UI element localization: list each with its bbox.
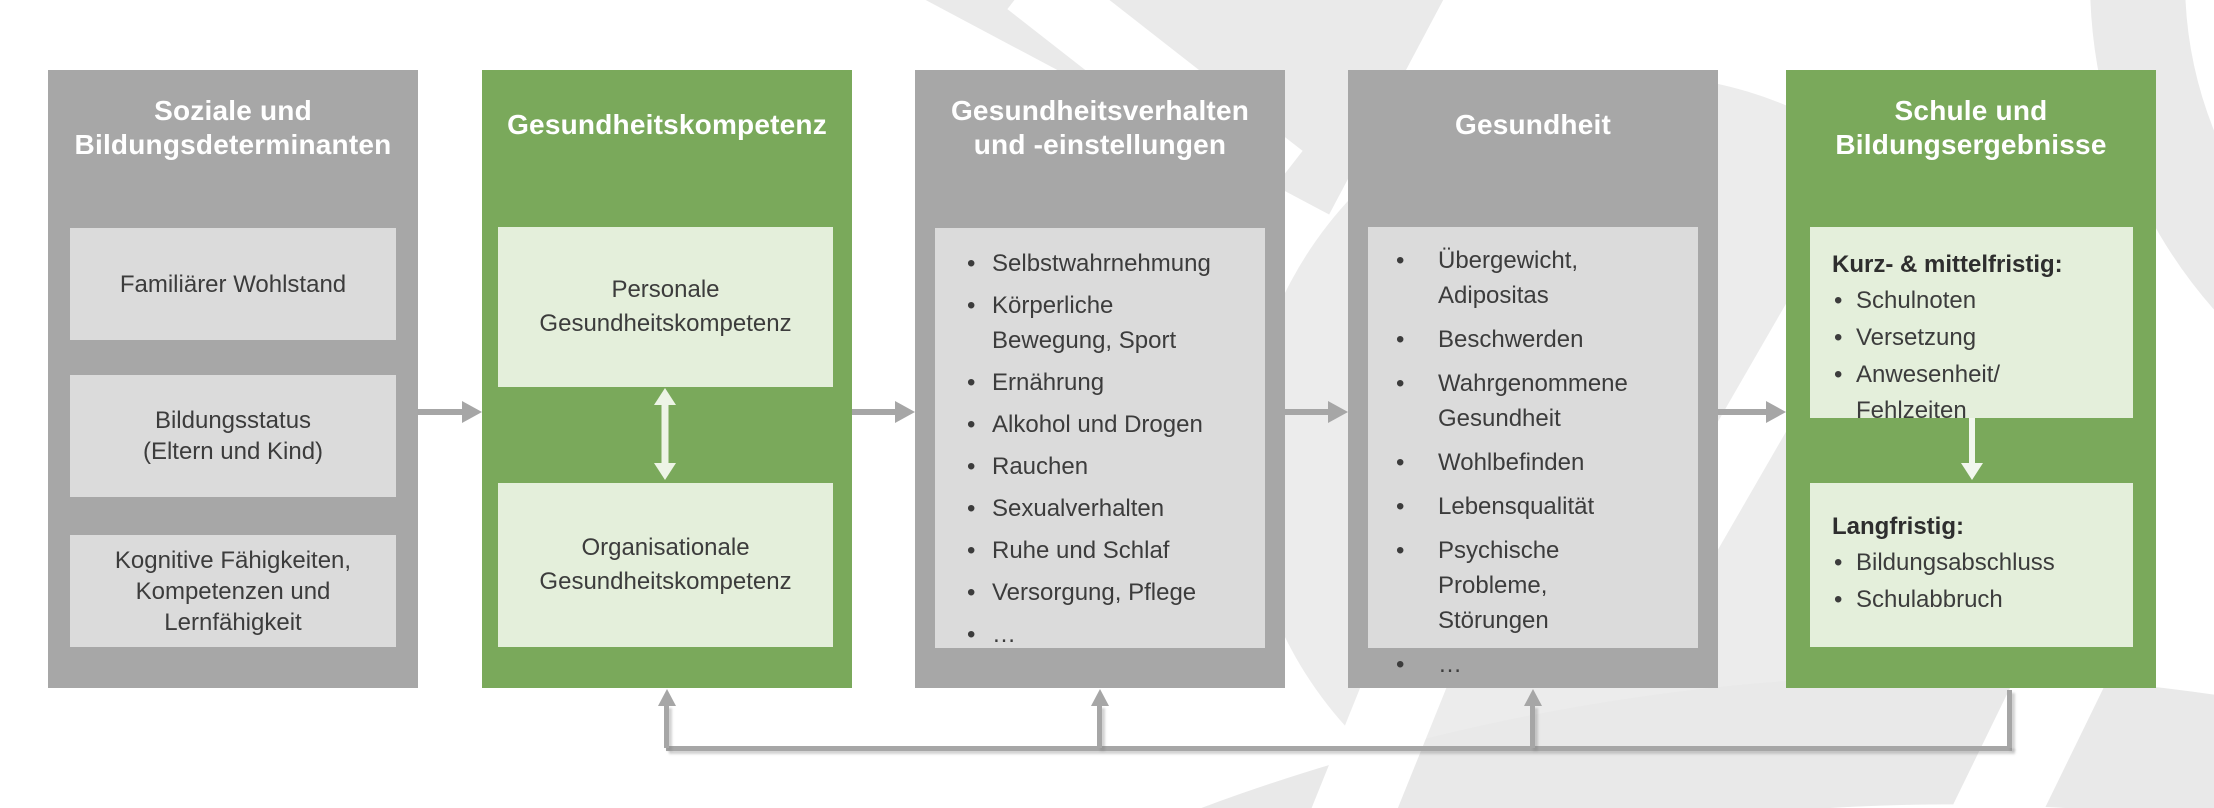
bullet-item: Anwesenheit/ Fehlzeiten (1832, 357, 2123, 429)
column-title: Gesundheit (1454, 109, 1611, 140)
feedback-line-vertical-right (2007, 690, 2012, 748)
box-health-outcomes-list: Übergewicht, AdipositasBeschwerdenWahrge… (1368, 227, 1698, 682)
feedback-arrow-shaft-behaviour (1097, 705, 1102, 748)
feedback-arrowhead-health (1524, 689, 1542, 706)
bullet-item: Ernährung (965, 365, 1255, 400)
feedback-arrowhead-behaviour (1091, 689, 1109, 706)
bullet-item: Ruhe und Schlaf (965, 533, 1255, 568)
column-health-behaviour: Gesundheitsverhalten und -einstellungen … (915, 70, 1285, 688)
bullet-item: Alkohol und Drogen (965, 407, 1255, 442)
box-education-status: Bildungsstatus (Eltern und Kind) (70, 375, 396, 497)
bullet-item: Versetzung (1832, 320, 2123, 356)
arrow-social-to-literacy (417, 401, 482, 423)
long-term-heading: Langfristig: (1832, 513, 1964, 540)
column-title: Gesundheitsverhalten und -einstellungen (950, 95, 1250, 160)
feedback-arrow-shaft-health (1530, 705, 1535, 748)
bullet-item: Lebensqualität (1394, 489, 1690, 524)
arrow-behaviour-to-health (1285, 401, 1348, 423)
bullet-item: Rauchen (965, 449, 1255, 484)
box-cognitive-abilities: Kognitive Fähigkeiten, Kompetenzen und L… (70, 535, 396, 647)
bullet-item: Psychische Probleme, Störungen (1394, 533, 1690, 638)
bullet-item: Wohlbefinden (1394, 445, 1690, 480)
bullet-item: … (965, 617, 1255, 652)
box-health-behaviour-list: SelbstwahrnehmungKörperliche Bewegung, S… (935, 228, 1265, 652)
column-title: Soziale und Bildungsdeterminanten (74, 95, 392, 160)
bullet-item: Versorgung, Pflege (965, 575, 1255, 610)
arrow-literacy-to-behaviour (852, 401, 915, 423)
bullet-item: Wahrgenommene Gesundheit (1394, 366, 1690, 436)
box-long-term: Langfristig: BildungsabschlussSchulabbru… (1810, 483, 2133, 647)
health-behaviour-bullets: SelbstwahrnehmungKörperliche Bewegung, S… (965, 246, 1255, 652)
feedback-line-horizontal (666, 746, 2012, 751)
down-arrow-short-to-long-term (1958, 418, 1986, 480)
column-social-determinants: Soziale und Bildungsdeterminanten Famili… (48, 70, 418, 688)
feedback-arrow-shaft-literacy (664, 705, 669, 748)
bullet-item: Schulabbruch (1832, 582, 2123, 618)
column-title: Gesundheitskompetenz (507, 109, 827, 140)
box-personal-health-literacy: Personale Gesundheitskompetenz (498, 227, 833, 387)
short-mid-term-bullets: SchulnotenVersetzungAnwesenheit/ Fehlzei… (1832, 283, 2123, 429)
bullet-item: Schulnoten (1832, 283, 2123, 319)
bullet-item: Sexualverhalten (965, 491, 1255, 526)
health-outcome-bullets: Übergewicht, AdipositasBeschwerdenWahrge… (1394, 243, 1690, 682)
column-school-outcomes: Schule und Bildungsergebnisse Kurz- & mi… (1786, 70, 2156, 688)
column-title: Schule und Bildungsergebnisse (1835, 95, 2107, 160)
bullet-item: Bildungsabschluss (1832, 545, 2123, 581)
double-arrow-personal-organisational (651, 388, 679, 480)
arrow-health-to-school (1718, 401, 1786, 423)
column-health: Gesundheit Übergewicht, AdipositasBeschw… (1348, 70, 1718, 688)
bullet-item: … (1394, 647, 1690, 682)
box-organisational-health-literacy: Organisationale Gesundheitskompetenz (498, 483, 833, 647)
long-term-bullets: BildungsabschlussSchulabbruch (1832, 545, 2123, 618)
bullet-item: Beschwerden (1394, 322, 1690, 357)
column-health-literacy: Gesundheitskompetenz Personale Gesundhei… (482, 70, 852, 688)
box-short-mid-term: Kurz- & mittelfristig: SchulnotenVersetz… (1810, 227, 2133, 424)
feedback-arrowhead-literacy (658, 689, 676, 706)
short-mid-term-heading: Kurz- & mittelfristig: (1832, 251, 2063, 278)
bullet-item: Körperliche Bewegung, Sport (965, 288, 1255, 358)
bullet-item: Übergewicht, Adipositas (1394, 243, 1690, 313)
box-family-wealth: Familiärer Wohlstand (70, 228, 396, 340)
bullet-item: Selbstwahrnehmung (965, 246, 1255, 281)
